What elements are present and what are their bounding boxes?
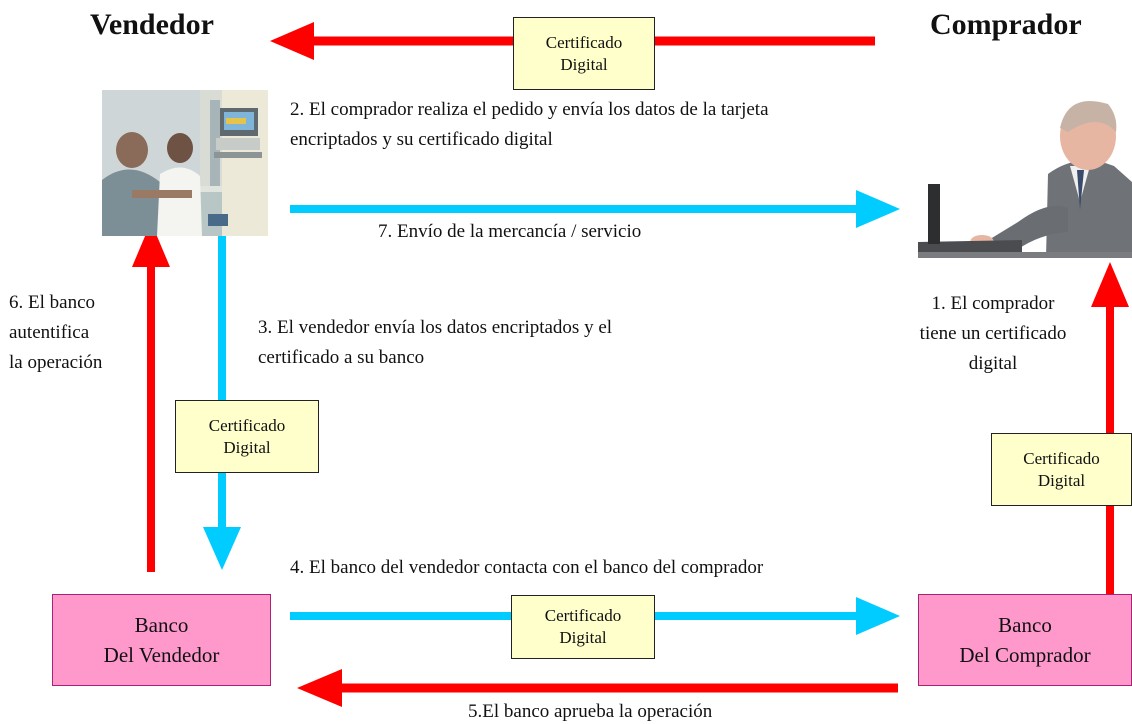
certificate-line-2: Digital bbox=[559, 628, 607, 647]
authenticate-arrow bbox=[132, 222, 170, 572]
approval-arrow bbox=[297, 669, 898, 707]
vendor-bank-line-2: Del Vendedor bbox=[103, 643, 220, 667]
step-6-line-1: 6. El banco bbox=[9, 292, 96, 313]
buyer-bank-line-2: Del Comprador bbox=[959, 643, 1091, 667]
step-1-line-1: 1. El comprador bbox=[931, 293, 1055, 314]
step-5-label: 5.El banco aprueba la operación bbox=[468, 701, 713, 722]
certificate-line-1: Certificado bbox=[545, 32, 623, 52]
step-2-line-1: 2. El comprador realiza el pedido y enví… bbox=[290, 99, 769, 120]
certificate-line-1: Certificado bbox=[1023, 448, 1100, 468]
step-3-line-1: 3. El vendedor envía los datos encriptad… bbox=[258, 317, 613, 338]
buyer-certificate-arrow bbox=[1091, 262, 1129, 594]
certificate-box-left: Certificado Digital bbox=[175, 400, 319, 473]
step-2-label: 2. El comprador realiza el pedido y enví… bbox=[290, 95, 769, 155]
certificate-line-1: Certificado bbox=[208, 415, 286, 435]
buyer-title: Comprador bbox=[930, 8, 1082, 41]
buyer-bank-box: Banco Del Comprador bbox=[918, 594, 1132, 686]
step-7-label: 7. Envío de la mercancía / servicio bbox=[378, 221, 642, 242]
vendor-title: Vendedor bbox=[90, 8, 214, 41]
step-3-line-2: certificado a su banco bbox=[258, 347, 425, 368]
certificate-line-2: Digital bbox=[560, 54, 608, 74]
certificate-line-2: Digital bbox=[1037, 470, 1086, 490]
vendor-bank-box: Banco Del Vendedor bbox=[52, 594, 271, 686]
certificate-line-1: Certificado bbox=[544, 606, 622, 625]
step-1-line-2: tiene un certificado bbox=[919, 323, 1067, 344]
step-6-line-2: autentifica bbox=[9, 322, 90, 343]
vendor-photo bbox=[102, 90, 268, 236]
certificate-line-2: Digital bbox=[223, 437, 271, 457]
step-6-line-3: la operación bbox=[9, 352, 103, 373]
step-4-label: 4. El banco del vendedor contacta con el… bbox=[290, 557, 764, 578]
buyer-bank-line-1: Banco bbox=[998, 613, 1052, 637]
step-2-line-2: encriptados y su certificado digital bbox=[290, 129, 553, 150]
step-1-label: 1. El comprador tiene un certificado dig… bbox=[890, 289, 1096, 379]
send-to-bank-arrow bbox=[203, 225, 241, 570]
certificate-box-top: Certificado Digital bbox=[513, 17, 655, 90]
vendor-bank-line-1: Banco bbox=[134, 613, 189, 637]
shipment-arrow bbox=[290, 190, 900, 228]
certificate-box-bottom: Certificado Digital bbox=[511, 595, 655, 659]
buyer-photo bbox=[918, 92, 1132, 258]
step-1-line-3: digital bbox=[968, 353, 1018, 374]
certificate-box-right: Certificado Digital bbox=[991, 433, 1132, 506]
step-3-label: 3. El vendedor envía los datos encriptad… bbox=[258, 313, 612, 373]
step-6-label: 6. El banco autentifica la operación bbox=[9, 288, 102, 378]
